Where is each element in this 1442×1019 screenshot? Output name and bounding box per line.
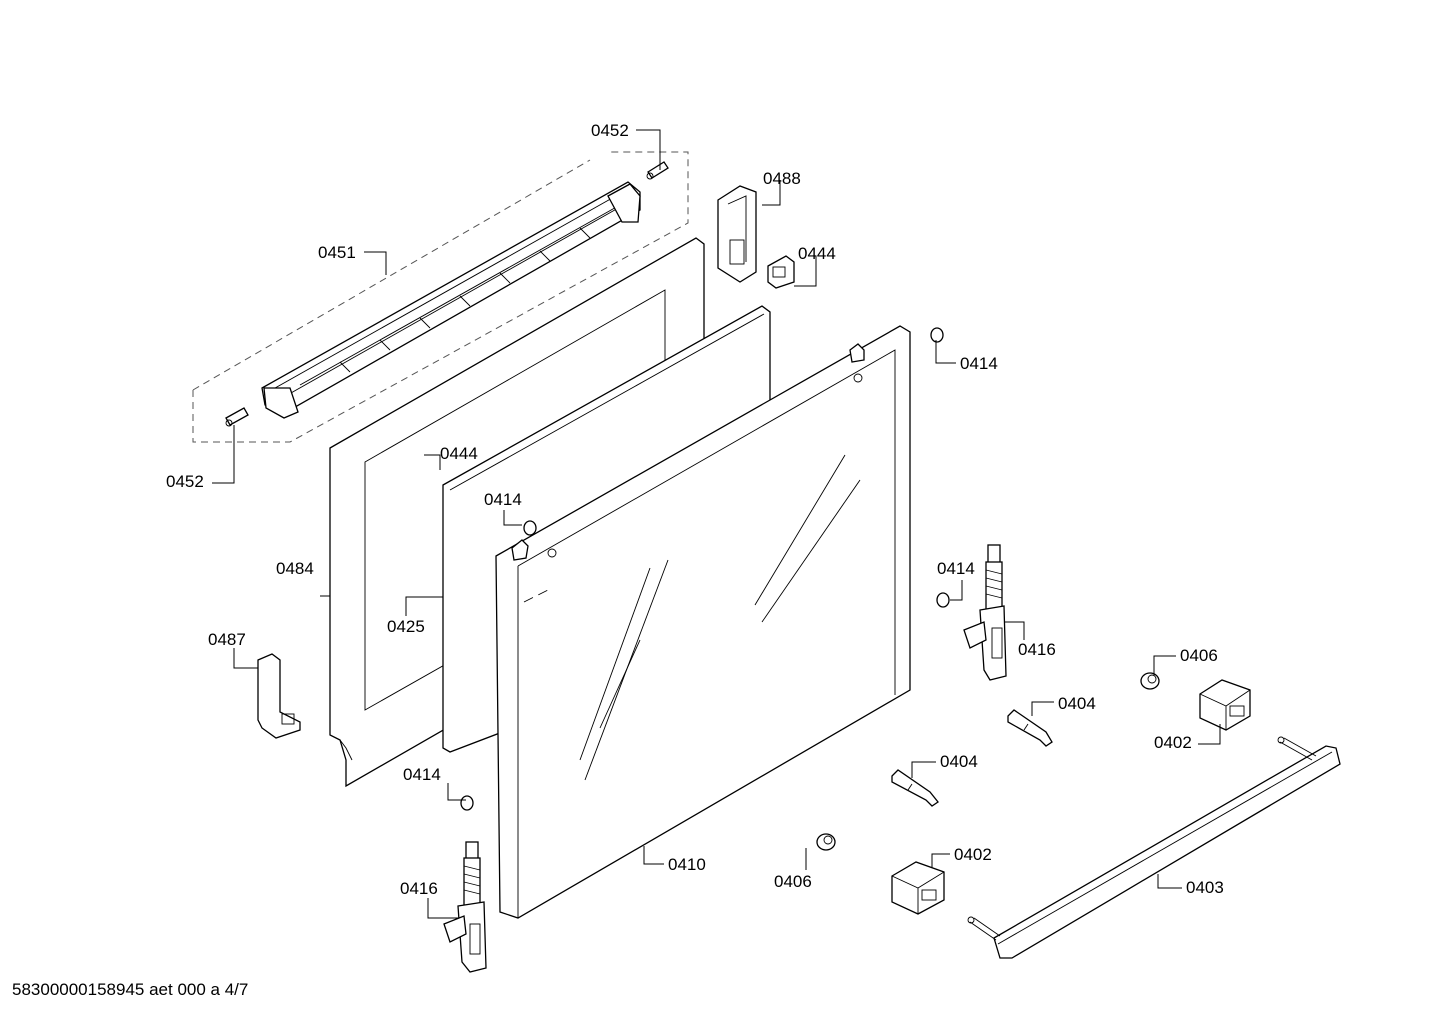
label-0452-bottom: 0452 (166, 472, 204, 491)
label-0403: 0403 (1186, 878, 1224, 897)
label-0416-left: 0416 (400, 879, 438, 898)
label-0487: 0487 (208, 630, 246, 649)
part-0406-spacer-right (1140, 672, 1160, 690)
part-0404-bolt-upper (1007, 709, 1053, 747)
label-0444-top: 0444 (798, 244, 836, 263)
part-0414-clip-b (523, 520, 537, 536)
label-0406-right: 0406 (1180, 646, 1218, 665)
drawing-reference-footer: 58300000158945 aet 000 a 4/7 (12, 980, 249, 999)
part-0452-pin-top (646, 161, 669, 180)
part-0487-bracket (257, 653, 301, 739)
part-0414-clip-c (936, 592, 950, 608)
label-0414-b: 0414 (484, 490, 522, 509)
part-0414-clip-d (460, 795, 474, 811)
label-0488: 0488 (763, 169, 801, 188)
label-0452-top: 0452 (591, 121, 629, 140)
label-0451: 0451 (318, 243, 356, 262)
label-0402-right: 0402 (1154, 733, 1192, 752)
label-0402-left: 0402 (954, 845, 992, 864)
label-0404-lower: 0404 (940, 752, 978, 771)
part-0402-cap-left (891, 861, 945, 915)
label-0406-left: 0406 (774, 872, 812, 891)
label-0444-mid: 0444 (440, 444, 478, 463)
part-0416-hinge-left (443, 841, 487, 973)
label-0416-right: 0416 (1018, 640, 1056, 659)
part-0416-hinge-right (963, 544, 1007, 681)
label-0484: 0484 (276, 559, 314, 578)
trim-assembly-outline (192, 151, 689, 443)
label-0425: 0425 (387, 617, 425, 636)
part-0404-bolt-lower (891, 769, 939, 807)
part-0444-clip-top (767, 255, 795, 289)
part-0403-handle-bar (967, 736, 1341, 959)
label-0410: 0410 (668, 855, 706, 874)
part-0451-top-trim (261, 181, 641, 419)
part-0410-outer-door (495, 325, 911, 919)
part-0406-spacer-left (816, 833, 836, 851)
part-0402-cap-right (1199, 679, 1251, 731)
label-0414-c: 0414 (937, 559, 975, 578)
label-0414-d: 0414 (403, 765, 441, 784)
part-0452-pin-bottom (225, 407, 249, 427)
label-0414-a: 0414 (960, 354, 998, 373)
part-0414-clip-a (930, 327, 944, 343)
label-0404-upper: 0404 (1058, 694, 1096, 713)
leader-lines (212, 129, 1221, 919)
part-0488-bracket (717, 185, 757, 283)
